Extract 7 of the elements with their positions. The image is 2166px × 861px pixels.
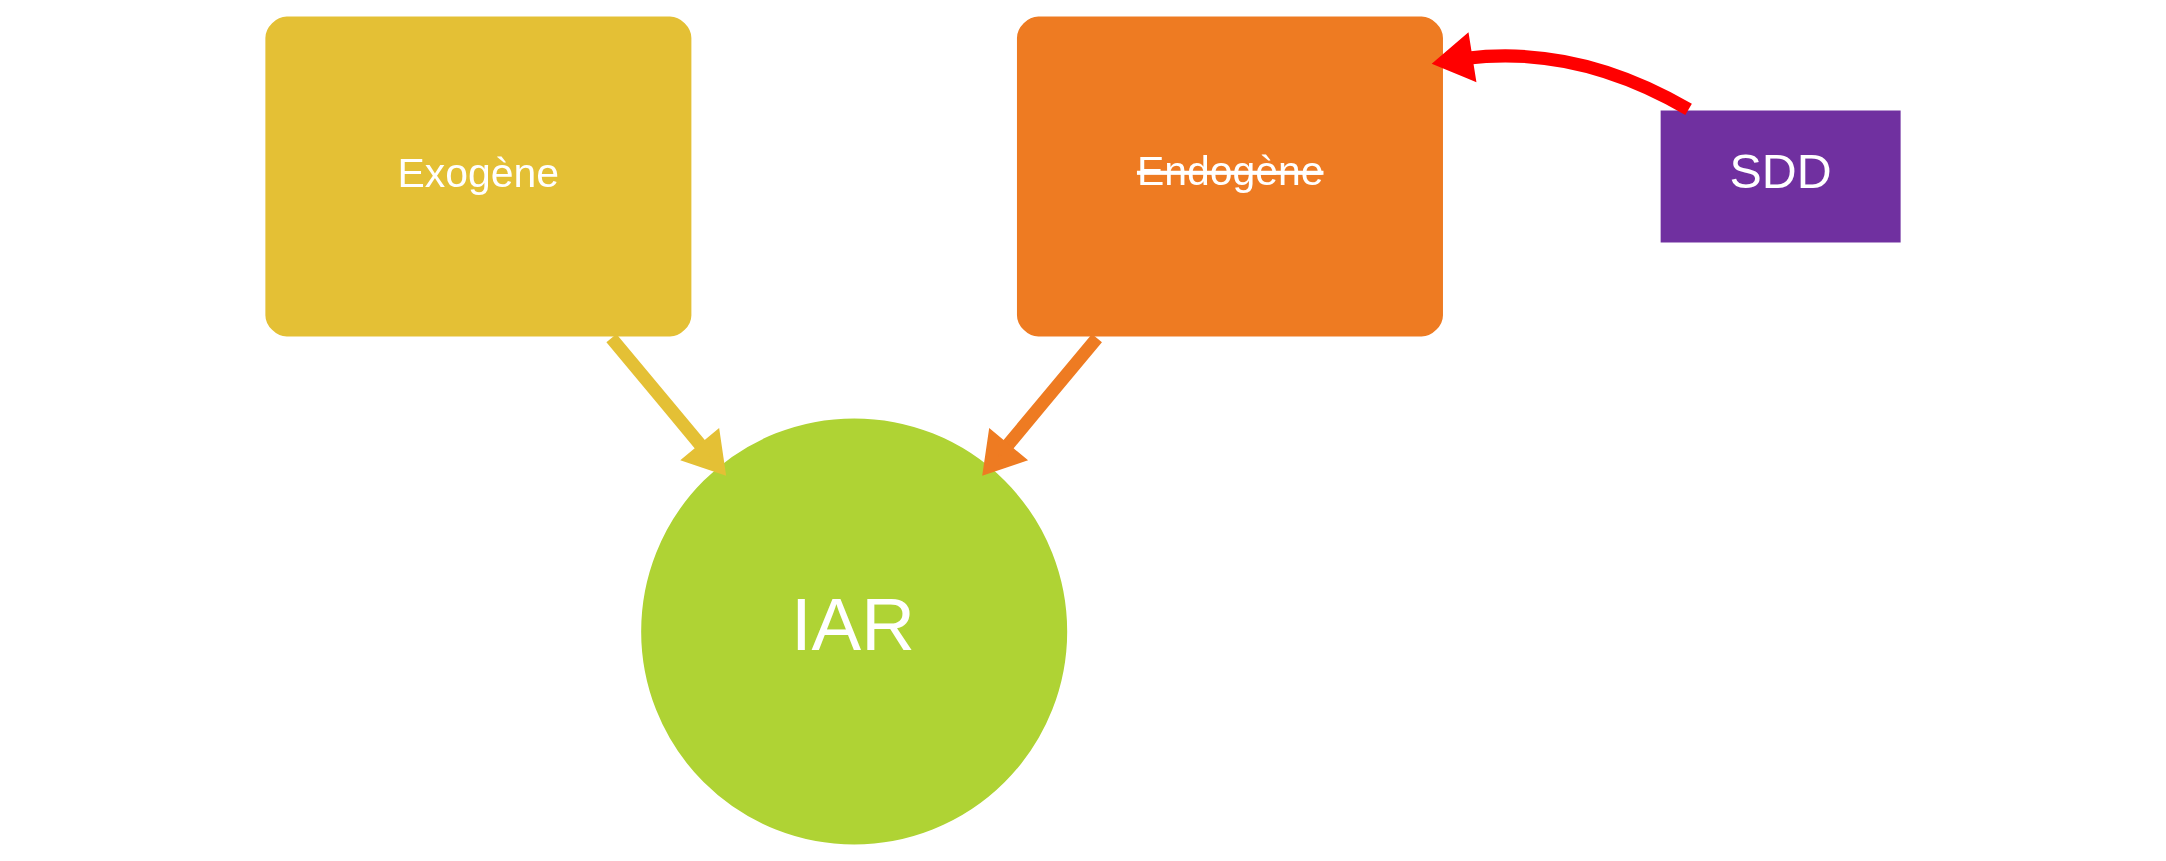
arrow [606, 333, 727, 476]
arrow [982, 333, 1102, 476]
node-box: SDD [1658, 108, 1903, 245]
node-circle: IAR [639, 416, 1070, 847]
arrow [1431, 32, 1692, 116]
node-box: Exogène [263, 14, 694, 339]
node-box: Endogène [1015, 14, 1445, 339]
